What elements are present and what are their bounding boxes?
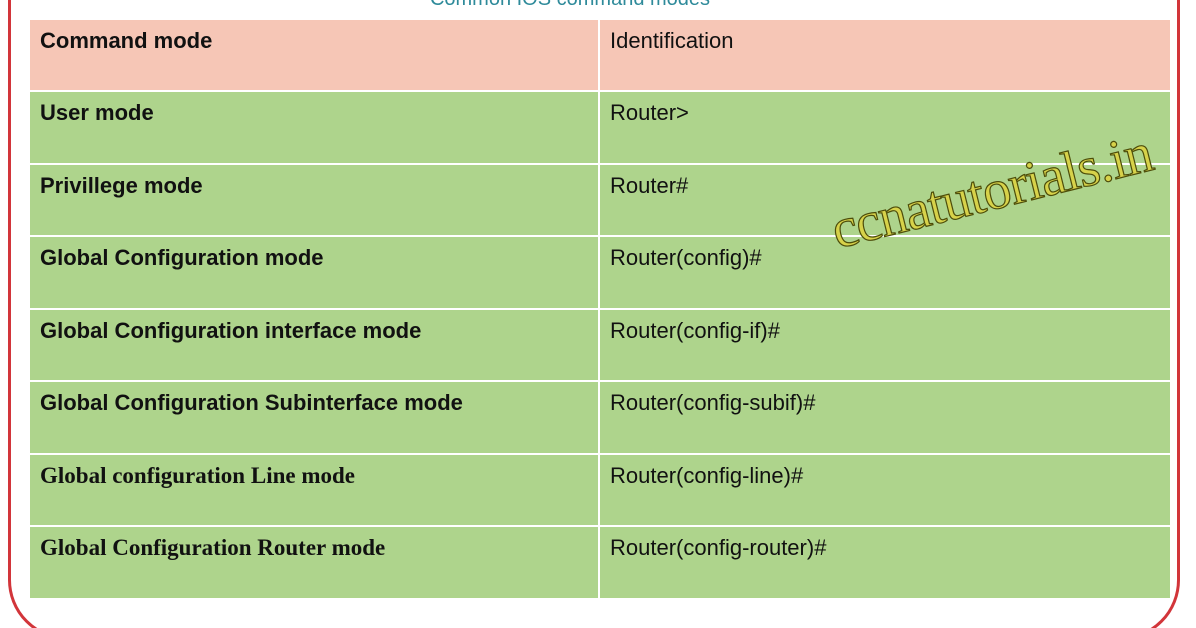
header-identification: Identification xyxy=(600,20,1170,92)
header-command-mode: Command mode xyxy=(30,20,600,92)
identification-cell: Router# xyxy=(600,164,1170,238)
mode-cell: Global configuration Line mode xyxy=(30,454,600,528)
command-modes-table: Command mode Identification User mode Ro… xyxy=(30,20,1170,600)
table-caption: Common IOS command modes xyxy=(0,0,1140,11)
identification-cell: Router(config)# xyxy=(600,237,1170,310)
rounded-frame xyxy=(8,0,1180,628)
mode-cell: User mode xyxy=(30,92,600,165)
mode-cell: Global Configuration Router mode xyxy=(30,527,600,600)
identification-cell: Router(config-line)# xyxy=(600,454,1170,528)
mode-cell: Global Configuration mode xyxy=(30,237,600,310)
mode-cell: Global Configuration Subinterface mode xyxy=(30,382,600,455)
identification-cell: Router> xyxy=(600,92,1170,165)
identification-cell: Router(config-subif)# xyxy=(600,382,1170,455)
identification-cell: Router(config-if)# xyxy=(600,309,1170,383)
identification-cell: Router(config-router)# xyxy=(600,527,1170,600)
mode-cell: Global Configuration interface mode xyxy=(30,309,600,383)
mode-cell: Privillege mode xyxy=(30,164,600,238)
